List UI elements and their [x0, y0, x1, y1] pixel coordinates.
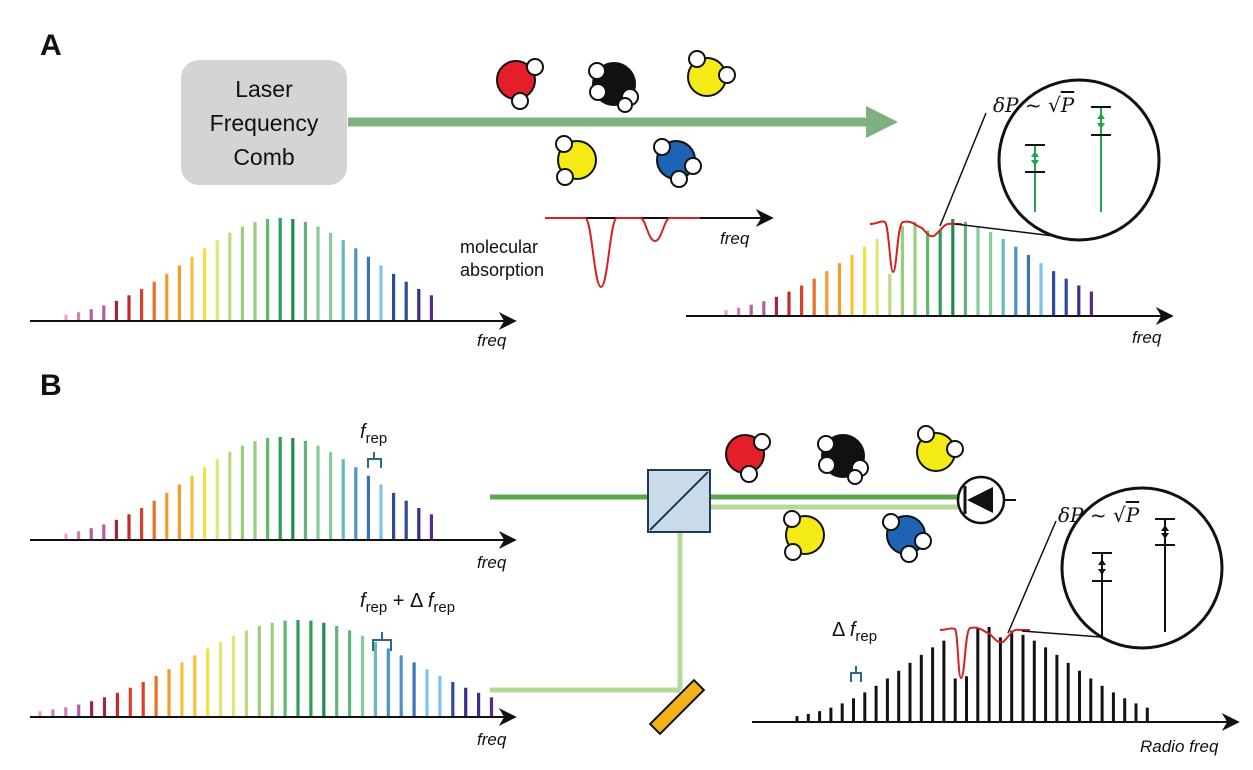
mirror	[648, 678, 706, 736]
comb-b-local-oscillator	[38, 620, 494, 717]
transmitted-absorption-trace-b	[939, 626, 1030, 680]
delta-frep-bracket	[850, 666, 862, 682]
frep-bracket	[367, 452, 382, 468]
molecule-carbon-a	[588, 62, 639, 113]
molecule-sulfur-a2	[555, 135, 597, 186]
zoom-inset-a: δP ~ √P	[939, 78, 1161, 242]
axis-absorption-label: freq	[720, 229, 750, 248]
molecule-sulfur-a	[687, 50, 736, 97]
molecule-sulfur-b	[916, 425, 964, 472]
comb-a-transmitted	[724, 218, 1094, 316]
molecule-nitrogen-a	[653, 138, 702, 188]
molecule-carbon-b	[817, 434, 869, 485]
axis-b-comb-1-label: freq	[477, 553, 507, 572]
frep-plus-delta-label: frep + Δ frep	[360, 590, 455, 616]
absorption-trace	[545, 217, 700, 289]
molecule-oxygen-b	[725, 433, 771, 483]
molecule-nitrogen-b	[882, 513, 932, 563]
beam-paths-b	[490, 494, 958, 693]
panel-b-letter: B	[40, 369, 62, 402]
laser-beam-arrow	[348, 106, 898, 138]
molecule-sulfur-b2	[783, 510, 825, 561]
beamsplitter	[647, 469, 711, 533]
axis-b-radio-label: Radio freq	[1140, 737, 1219, 756]
comb-a-source	[64, 218, 433, 321]
laser-box-line-2: Frequency	[210, 110, 319, 136]
frep-label: frep	[360, 421, 387, 447]
axis-b-comb-2-label: freq	[477, 730, 507, 749]
frep-plus-bracket	[372, 632, 392, 651]
molecule-oxygen-a	[496, 58, 544, 110]
molecular-absorption-line-1: molecular	[460, 237, 538, 257]
laser-box-line-3: Comb	[233, 144, 294, 170]
laser-box-line-1: Laser	[235, 76, 293, 102]
panel-a-letter: A	[40, 29, 62, 62]
axis-a-transmitted-label: freq	[1132, 328, 1162, 347]
axis-a-source-label: freq	[477, 331, 507, 350]
zoom-inset-b: δP ~ √P	[1007, 486, 1224, 650]
noise-scaling-label-a: δP ~ √P	[993, 93, 1075, 117]
laser-comb-box: Laser Frequency Comb	[181, 60, 347, 185]
photodetector	[956, 475, 1016, 525]
comb-b-radio-frequency	[795, 627, 1149, 722]
molecular-absorption-line-2: absorption	[460, 260, 544, 280]
noise-scaling-label-b: δP ~ √P	[1058, 503, 1140, 527]
transmitted-absorption-trace-a	[869, 220, 962, 274]
delta-frep-label: Δ frep	[832, 619, 877, 645]
comb-b-reference	[64, 437, 433, 540]
